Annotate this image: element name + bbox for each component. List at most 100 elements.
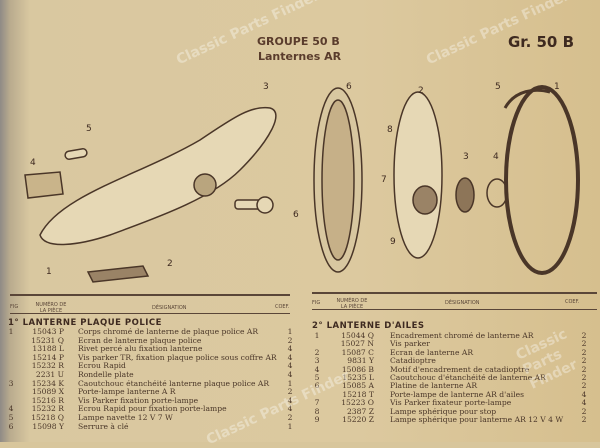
table-row: 2 15087 C Ecran de lanterne AR 2	[312, 348, 600, 357]
reflector	[455, 177, 475, 213]
part-designation: Platine de lanterne AR	[390, 381, 478, 391]
part-fig: 6	[314, 381, 320, 391]
callout-label: 8	[387, 125, 393, 135]
lamp-holder	[24, 171, 64, 199]
header-fig: Fig	[10, 304, 19, 310]
part-number: 15085 A	[341, 381, 374, 391]
header-number: Numéro de la pièce	[35, 302, 67, 314]
part-fig: 1	[314, 331, 320, 340]
part-number: 15235 L	[342, 373, 374, 382]
part-designation: Corps chromé de lanterne de plaque polic…	[78, 327, 259, 336]
section-title: 1° LANTERNE PLAQUE POLICE	[8, 318, 162, 328]
header-designation: Désignation	[445, 300, 480, 306]
part-fig: 3	[314, 356, 320, 366]
part-number: 15216 R	[31, 395, 64, 405]
part-designation: Vis parker	[390, 339, 430, 349]
part-designation: Encadrement chromé de lanterne AR	[390, 331, 534, 340]
callout-label: 6	[346, 82, 352, 92]
callout-label: 7	[381, 175, 387, 185]
callout-label: 3	[263, 82, 269, 92]
part-designation: Ecran de lanterne AR	[390, 347, 474, 357]
table-row: 15232 R Ecrou Rapid 4	[6, 361, 296, 370]
table-row: 3 15234 K Caoutchouc étanchéité lanterne p…	[6, 379, 296, 388]
part-number: 15232 R	[31, 361, 64, 371]
part-designation: Vis Parker fixateur porte-lampe	[390, 398, 512, 408]
part-designation: Caoutchouc étanchéité lanterne plaque po…	[78, 378, 270, 388]
part-number: 15214 P	[32, 352, 64, 362]
header-number: Numéro de la pièce	[336, 298, 368, 310]
part-designation: Rondelle plate	[78, 370, 134, 379]
header-fig: Fig	[312, 300, 321, 306]
part-designation: Porte-lampe lanterne A R	[78, 387, 176, 397]
part-designation: Motif d'encadrement de catadioptre	[390, 364, 530, 374]
part-number: 15089 X	[32, 387, 64, 397]
gasket	[86, 265, 150, 283]
part-coef: 2	[581, 373, 587, 382]
part-number: 15218 T	[342, 389, 374, 399]
part-number: 15223 O	[341, 398, 374, 408]
part-number: 15234 K	[31, 378, 64, 388]
callout-label: 1	[554, 82, 560, 92]
header-designation: Désignation	[152, 305, 187, 311]
part-coef: 2	[287, 387, 293, 397]
part-fig: 3	[8, 378, 14, 388]
part-fig: 2	[314, 347, 320, 357]
table-row: 1 15044 Q Encadrement chromé de lanterne A…	[312, 331, 600, 340]
part-designation: Caoutchouc d'étanchéité de lanterne AR	[390, 373, 546, 382]
callout-label: 2	[167, 259, 173, 269]
part-coef: 2	[581, 339, 587, 349]
plate-lamp-body	[39, 106, 277, 246]
part-designation: Catadioptre	[390, 356, 436, 366]
part-fig: 6	[8, 421, 14, 431]
callout-label: 1	[46, 267, 52, 277]
part-fig: 8	[314, 406, 320, 416]
divider	[10, 313, 290, 314]
part-coef: 2	[581, 381, 587, 391]
part-coef: 4	[287, 361, 293, 371]
part-fig: 4	[314, 364, 320, 374]
exploded-parts-diagram	[24, 85, 580, 283]
part-coef: 2	[581, 356, 587, 366]
part-number: 15220 Z	[342, 415, 374, 424]
part-coef: 4	[581, 389, 587, 399]
lamp-boss	[193, 173, 217, 197]
part-number: 15087 C	[341, 347, 374, 357]
divider	[312, 292, 597, 294]
part-coef: 4	[581, 398, 587, 408]
part-number: 15086 B	[341, 364, 374, 374]
header-coef: Coef.	[275, 304, 290, 310]
callout-label: 5	[86, 124, 92, 134]
part-fig: 4	[8, 404, 14, 414]
part-number: 15044 Q	[341, 331, 374, 340]
callout-label: 4	[493, 152, 499, 162]
callout-label: 5	[495, 82, 501, 92]
part-designation: Lampe sphérique pour lanterne AR 12 V 4 …	[390, 415, 564, 424]
part-coef: 1	[287, 327, 293, 336]
callout-label: 3	[463, 152, 469, 162]
part-coef: 4	[287, 370, 293, 379]
part-designation: Ecrou Rapid	[78, 361, 126, 371]
callout-label: 9	[390, 237, 396, 247]
part-coef: 2	[287, 413, 293, 422]
part-number: 15218 Q	[31, 413, 64, 422]
part-number: 15027 N	[340, 339, 374, 349]
section-title: 2° LANTERNE D'AILES	[312, 321, 425, 331]
part-designation: Serrure à clé	[78, 421, 129, 431]
part-coef: 2	[581, 347, 587, 357]
part-coef: 2	[581, 364, 587, 374]
part-coef: 4	[287, 404, 293, 414]
part-coef: 4	[287, 344, 293, 354]
part-fig: 5	[8, 413, 14, 422]
part-coef: 2	[581, 406, 587, 416]
